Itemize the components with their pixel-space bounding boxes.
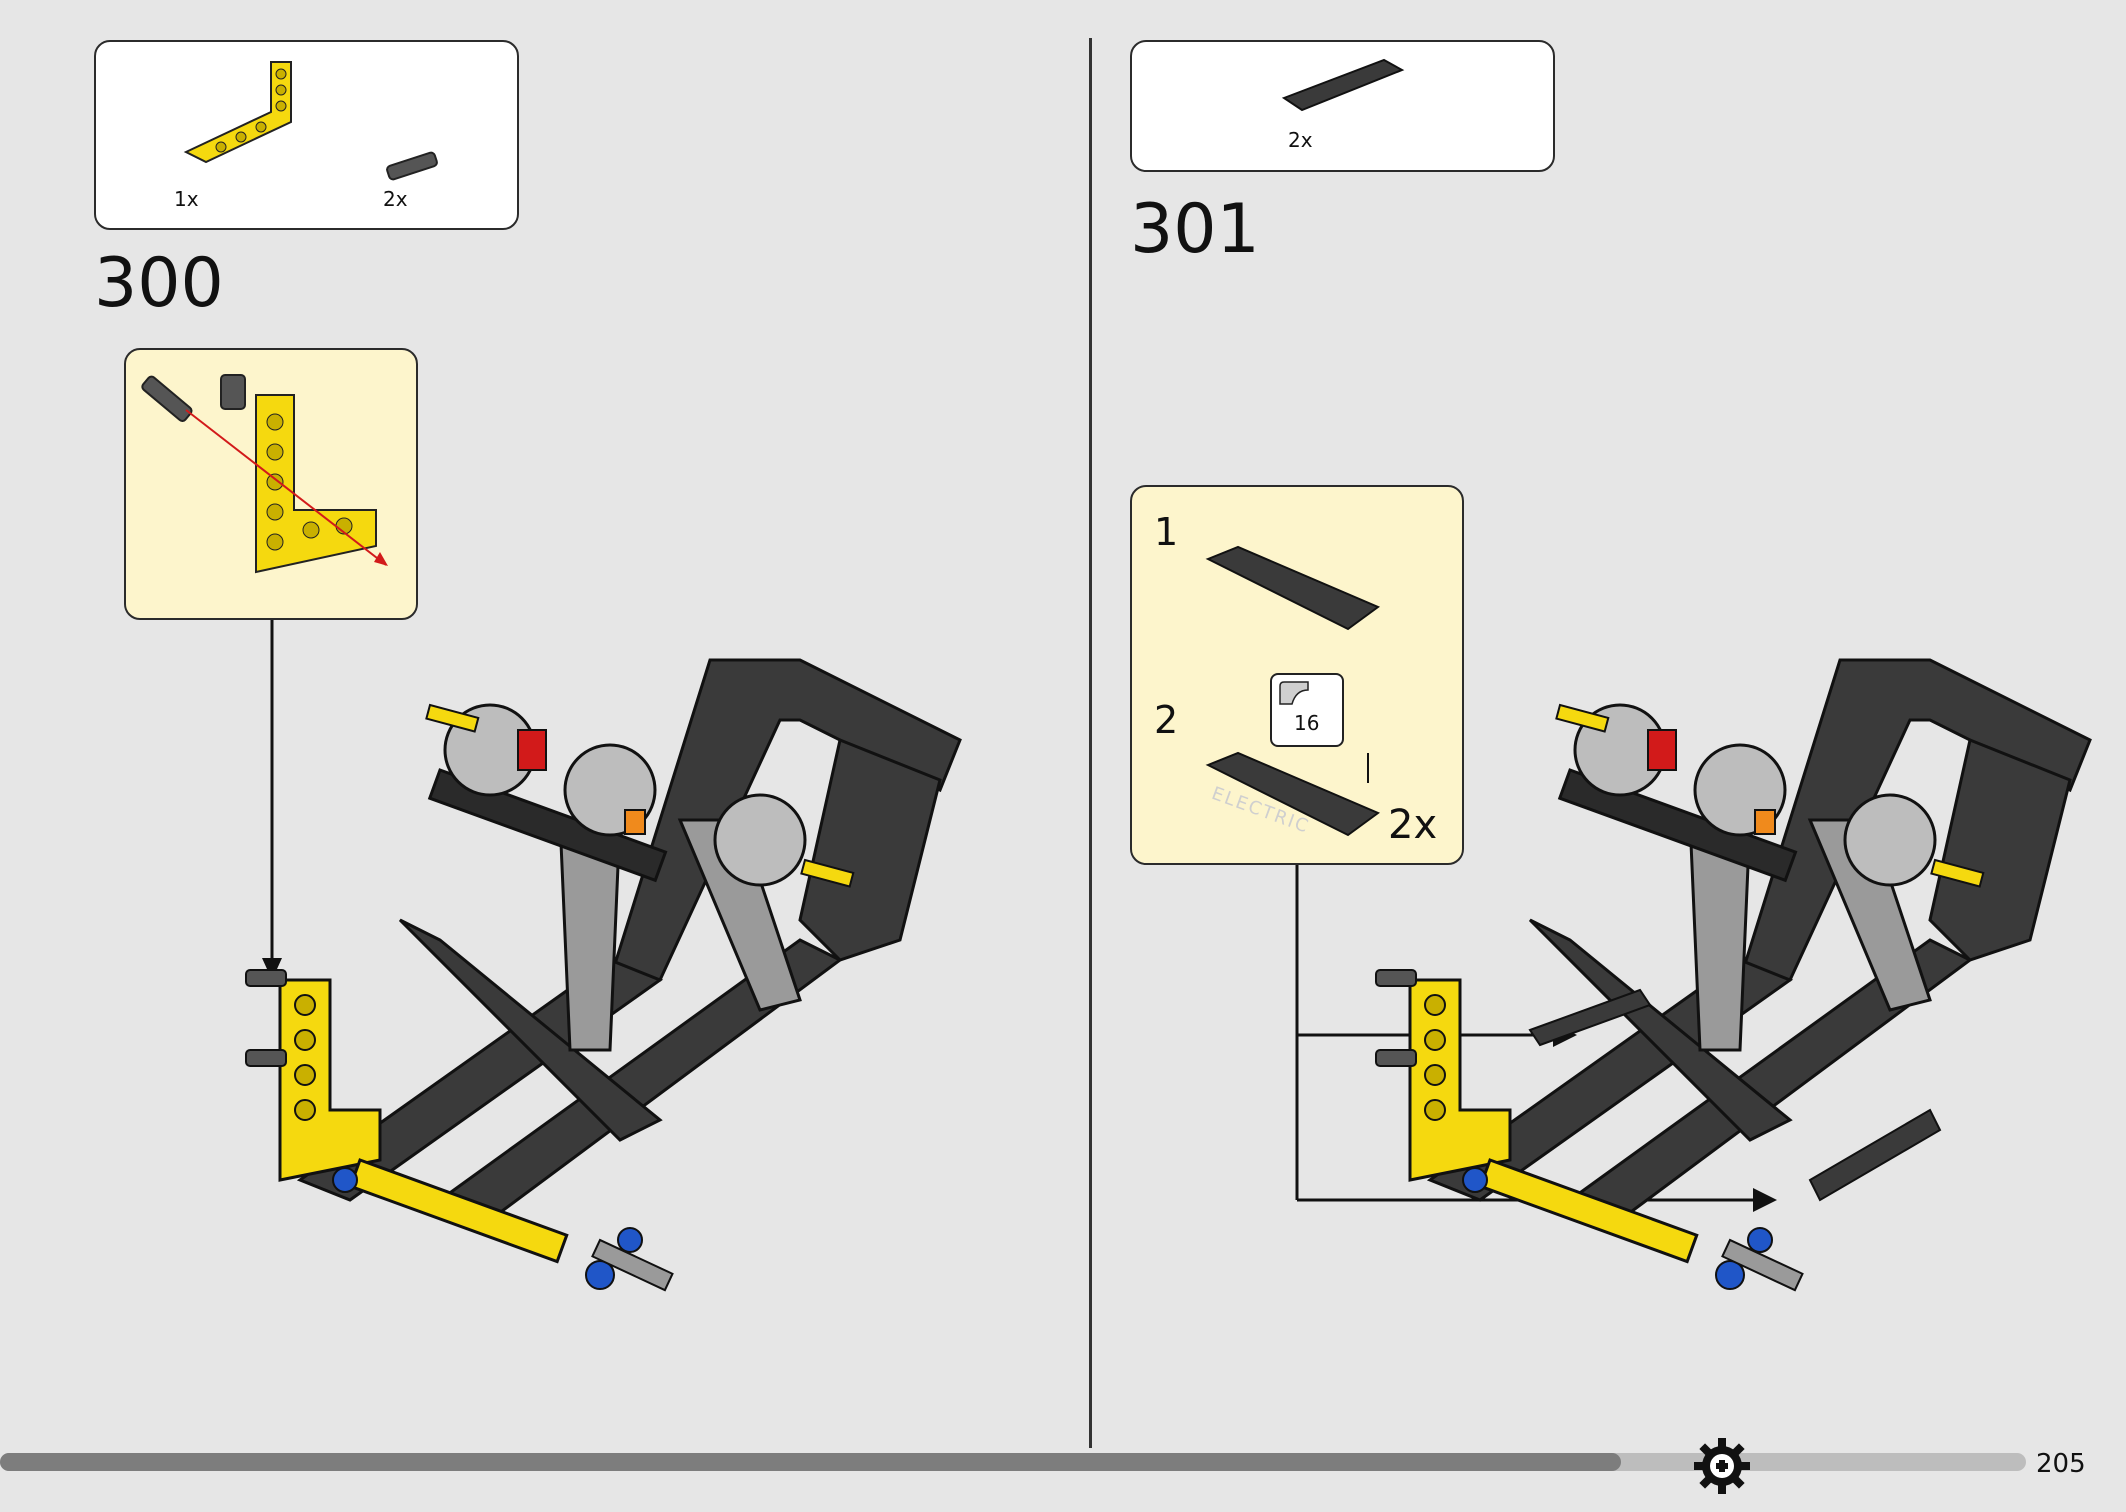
page-number: 205 [2036,1449,2086,1479]
callout-301: 1 2 16 ELECTRIC 2x [1130,485,1464,865]
parts-list-box-300: 1x 2x [94,40,519,230]
substep-number-1: 1 [1154,510,1179,554]
progress-bar-fill [0,1453,1621,1471]
gear-icon [1694,1438,1750,1494]
friction-pin-icon [386,151,438,181]
step-number-301: 301 [1130,190,1260,269]
step-number-300: 300 [94,244,224,323]
qty-tile: 2x [1288,128,1313,152]
electric-tile-illustration [1205,751,1381,837]
substep-qty: 2x [1388,802,1438,848]
black-tile-icon [1281,58,1405,112]
page-divider [1089,38,1092,1448]
progress-bar [0,1453,2026,1471]
main-model-illustration-300 [245,658,962,1292]
sticker-number: 16 [1294,711,1320,735]
callout-assembly-illustration [141,374,388,574]
qty-pin: 2x [383,187,408,211]
yellow-l-beam-icon [183,61,292,164]
main-model-illustration-301 [1375,658,2092,1292]
tile-illustration [1205,545,1381,631]
substep-number-2: 2 [1154,698,1179,742]
qty-beam: 1x [174,187,199,211]
sticker-icon [1279,681,1309,705]
callout-300 [124,348,418,620]
sticker-reference-badge: 16 [1270,673,1344,747]
parts-list-box-301: 2x [1130,40,1555,172]
